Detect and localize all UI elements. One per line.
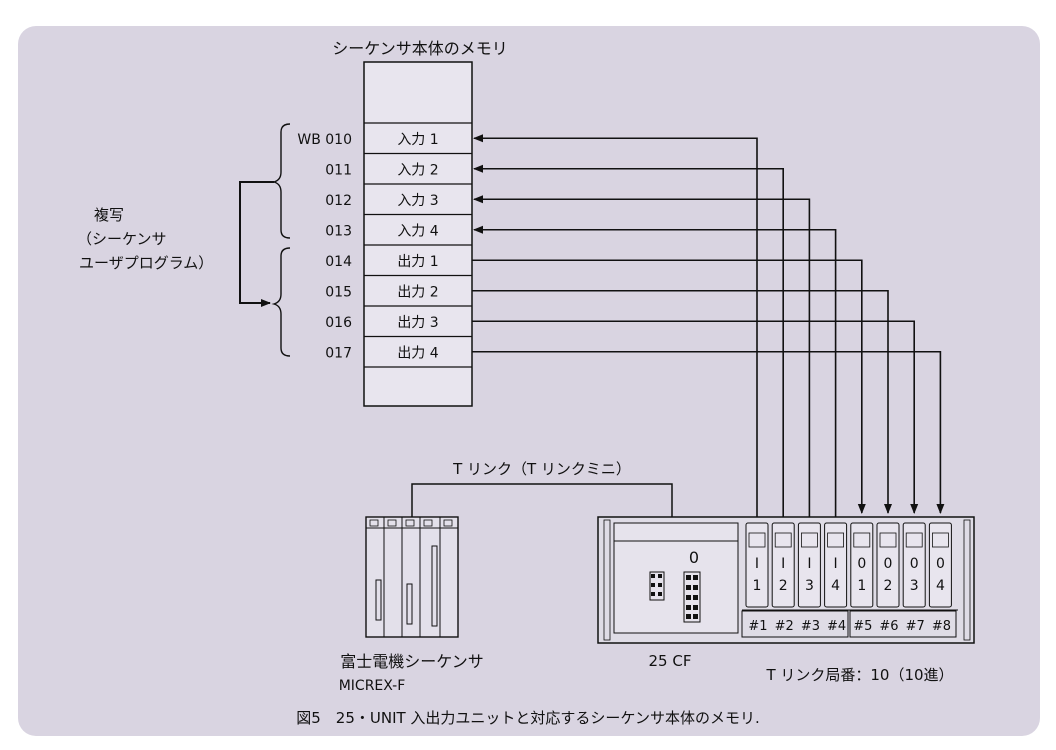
io-module <box>876 522 900 608</box>
station-number: #4 <box>827 619 846 634</box>
module-type: I <box>807 556 811 572</box>
io-modules: I 1 #1 I 2 #2 I 3 #3 I 4 #4 0 1 #5 0 2 #6 0 3 #7 0 4 #8 <box>745 522 952 634</box>
memory-address: 016 <box>325 315 352 331</box>
module-number: 2 <box>779 578 788 594</box>
unit-name: 25 CF <box>649 652 692 670</box>
memory-row-label: 入力 2 <box>397 163 438 179</box>
module-number: 4 <box>936 578 945 594</box>
plc-name-line1: 富士電機シーケンサ <box>340 652 484 671</box>
io-module <box>745 522 769 608</box>
module-window <box>853 532 871 548</box>
memory-address: 017 <box>325 346 352 362</box>
module-number: 4 <box>831 578 840 594</box>
memory-address: 015 <box>325 285 352 301</box>
module-window <box>801 532 818 548</box>
memory-row-label: 入力 3 <box>397 193 438 209</box>
io-module <box>902 522 926 608</box>
module-type: 0 <box>884 556 893 572</box>
module-window <box>774 532 792 548</box>
plc-name-line2: MICREX-F <box>339 678 406 694</box>
memory-row-label: 入力 1 <box>397 132 438 148</box>
station-number: #6 <box>879 619 898 634</box>
copy-label-line2: （シーケンサ <box>77 230 167 248</box>
io-module <box>824 522 848 608</box>
memory-row-label: 出力 3 <box>397 315 438 331</box>
copy-label-line1: 複写 <box>94 206 124 224</box>
module-number: 2 <box>884 578 893 594</box>
module-window <box>932 532 949 548</box>
module-type: I <box>755 556 759 572</box>
module-number: 3 <box>805 578 814 594</box>
module-number: 1 <box>753 578 762 594</box>
memory-row-label: 出力 4 <box>397 346 438 362</box>
figure-caption: 図5 25・UNIT 入出力ユニットと対応するシーケンサ本体のメモリ. <box>296 709 760 727</box>
input-connection-line <box>473 134 758 523</box>
output-connection-line <box>472 259 866 514</box>
memory-address: WB 010 <box>297 132 352 148</box>
memory-rows: WB 010 入力 1 011 入力 2 012 入力 3 013 入力 4 014 出力 1 01… <box>297 122 472 368</box>
channel-digit: 0 <box>689 548 699 567</box>
memory-row-label: 入力 4 <box>397 224 438 240</box>
station-number: #3 <box>801 619 820 634</box>
memory-address: 012 <box>325 193 352 209</box>
output-brace <box>271 247 291 357</box>
t-link-label: T リンク（T リンクミニ） <box>452 460 631 478</box>
module-window <box>827 532 844 548</box>
module-window <box>879 532 897 548</box>
t-link-cable <box>411 483 673 517</box>
station-label: T リンク局番：10（10進） <box>765 666 953 684</box>
module-type: I <box>834 556 838 572</box>
output-connection-line <box>472 289 892 514</box>
module-type: I <box>781 556 785 572</box>
connection-lines <box>472 134 945 523</box>
memory-address: 014 <box>325 254 352 270</box>
terminal-block-large <box>683 571 701 623</box>
module-type: 0 <box>910 556 919 572</box>
module-window <box>748 532 766 548</box>
module-number: 3 <box>910 578 919 594</box>
memory-address: 011 <box>325 163 352 179</box>
plc-rack <box>365 516 459 638</box>
io-module <box>797 522 821 608</box>
module-number: 1 <box>857 578 866 594</box>
io-module <box>850 522 874 608</box>
copy-label-line3: ユーザプログラム） <box>79 254 213 272</box>
output-connection-line <box>472 350 945 514</box>
output-connection-line <box>472 320 919 514</box>
memory-title: シーケンサ本体のメモリ <box>332 39 508 58</box>
station-number: #8 <box>932 619 951 634</box>
input-connection-line <box>473 164 784 523</box>
module-type: 0 <box>936 556 945 572</box>
station-number: #2 <box>775 619 794 634</box>
io-module <box>771 522 795 608</box>
memory-address: 013 <box>325 224 352 240</box>
memory-block <box>363 61 473 407</box>
input-connection-line <box>473 195 811 523</box>
module-type: 0 <box>857 556 866 572</box>
input-connection-line <box>473 225 837 523</box>
station-number: #5 <box>853 619 872 634</box>
terminal-block-small <box>649 571 665 601</box>
module-window <box>905 532 923 548</box>
copy-arrow <box>239 181 274 307</box>
station-number: #7 <box>906 619 925 634</box>
station-number: #1 <box>748 619 767 634</box>
memory-row-label: 出力 2 <box>397 285 438 301</box>
memory-row-label: 出力 1 <box>397 254 438 270</box>
io-module <box>928 522 952 608</box>
